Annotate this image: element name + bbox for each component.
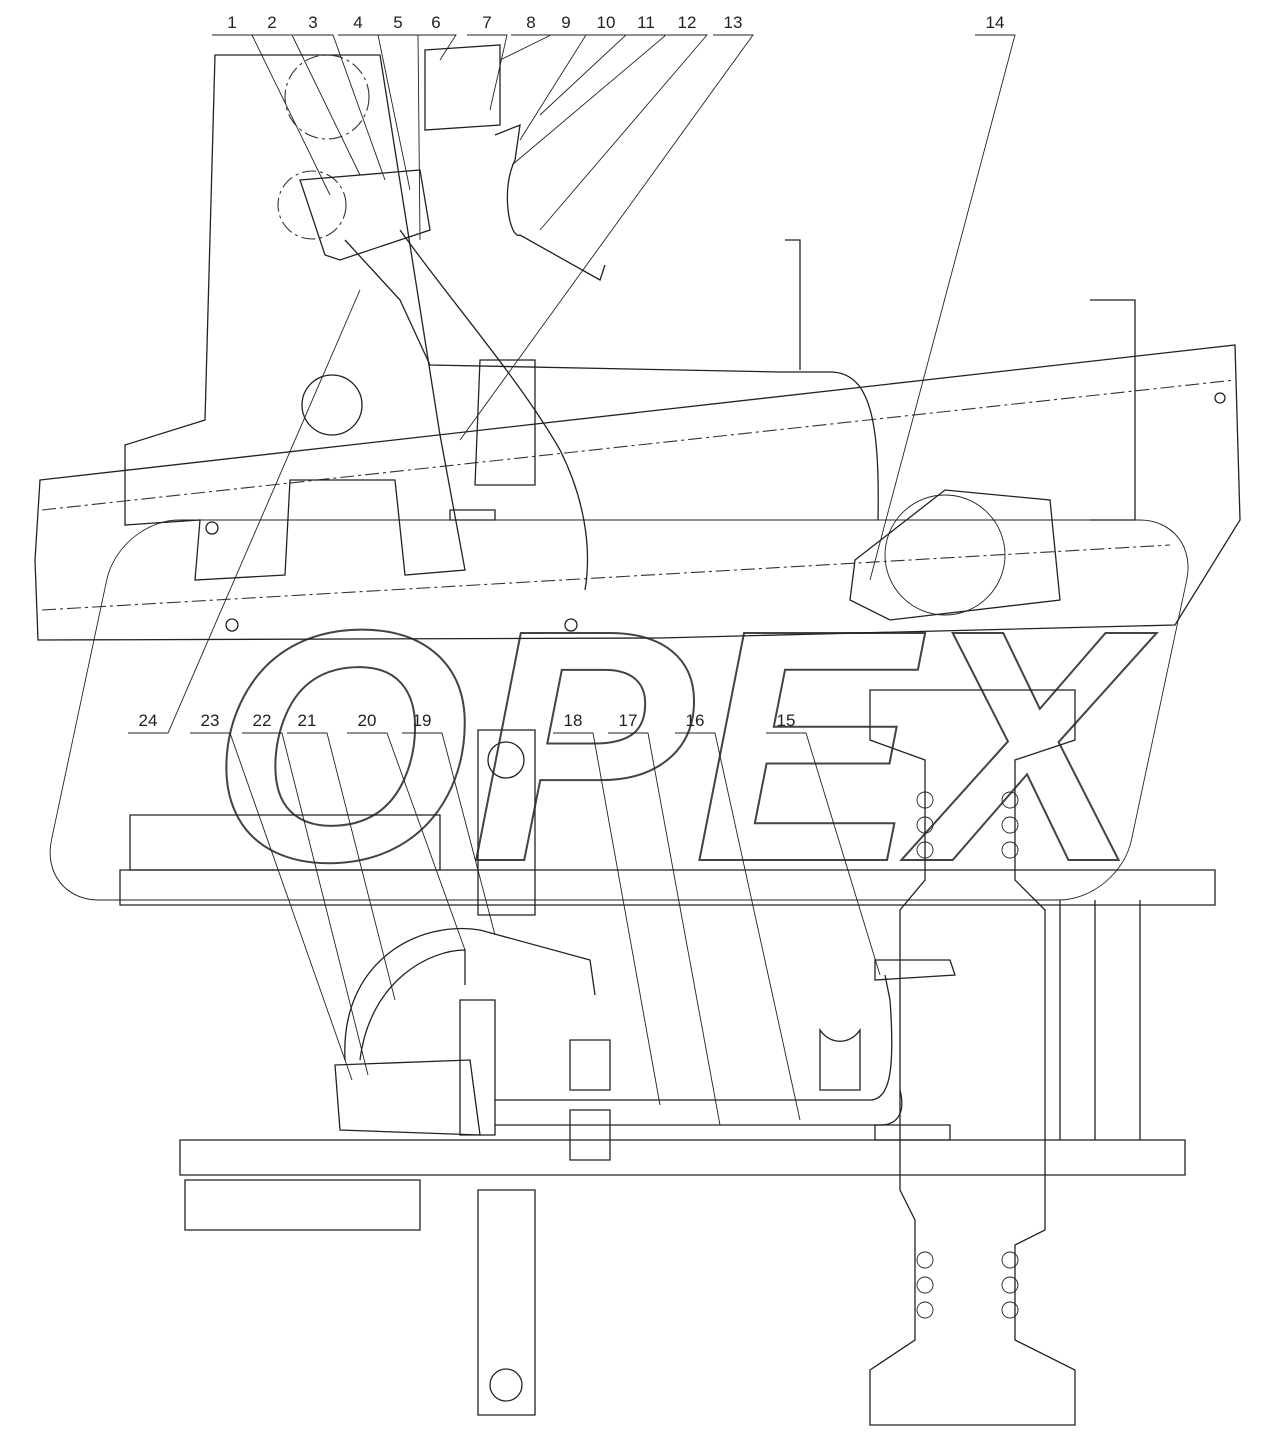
leader-line <box>519 34 587 141</box>
leader-line <box>539 34 628 116</box>
svg-text:OPEX: OPEX <box>210 561 1157 930</box>
leader-line <box>402 732 496 936</box>
callout-label-11: 11 <box>637 13 655 32</box>
callout-label-16: 16 <box>686 711 705 730</box>
callout-label-17: 17 <box>619 711 638 730</box>
leader-line <box>608 732 721 1126</box>
callout-label-18: 18 <box>564 711 583 730</box>
callout-label-3: 3 <box>308 13 317 32</box>
leader-line <box>539 34 708 231</box>
callout-label-15: 15 <box>777 711 796 730</box>
upper-chassis-view <box>34 44 1241 641</box>
watermark-logo: OPEX <box>49 519 1189 931</box>
leader-line <box>499 34 552 61</box>
leader-line <box>338 34 411 191</box>
callout-label-5: 5 <box>393 13 402 32</box>
callout-label-7: 7 <box>482 13 491 32</box>
leader-line <box>287 732 396 1001</box>
callout-label-20: 20 <box>358 711 377 730</box>
leader-line <box>347 732 466 951</box>
leader-line <box>675 732 801 1121</box>
callout-label-22: 22 <box>253 711 272 730</box>
leader-line <box>252 34 361 176</box>
callout-label-24: 24 <box>139 711 158 730</box>
leader-line <box>459 34 754 441</box>
callout-label-19: 19 <box>413 711 432 730</box>
leader-line <box>511 34 668 166</box>
callout-label-2: 2 <box>267 13 276 32</box>
callout-label-10: 10 <box>597 13 616 32</box>
leader-line <box>128 289 361 734</box>
leader-line <box>190 732 353 1081</box>
leader-line <box>467 34 508 111</box>
leader-line <box>416 34 457 61</box>
callout-label-23: 23 <box>201 711 220 730</box>
callout-label-21: 21 <box>298 711 317 730</box>
callout-label-8: 8 <box>526 13 535 32</box>
callout-label-14: 14 <box>986 13 1005 32</box>
callout-label-1: 1 <box>227 13 236 32</box>
callout-label-4: 4 <box>353 13 362 32</box>
callout-label-9: 9 <box>561 13 570 32</box>
callout-label-6: 6 <box>431 13 440 32</box>
leader-line <box>293 34 386 181</box>
lower-chassis-view <box>119 689 1216 1426</box>
leader-line <box>553 732 661 1106</box>
callout-label-12: 12 <box>678 13 697 32</box>
leader-line <box>766 732 881 976</box>
leader-line <box>242 732 369 1076</box>
leader-line <box>869 34 1016 581</box>
callout-label-13: 13 <box>724 13 743 32</box>
